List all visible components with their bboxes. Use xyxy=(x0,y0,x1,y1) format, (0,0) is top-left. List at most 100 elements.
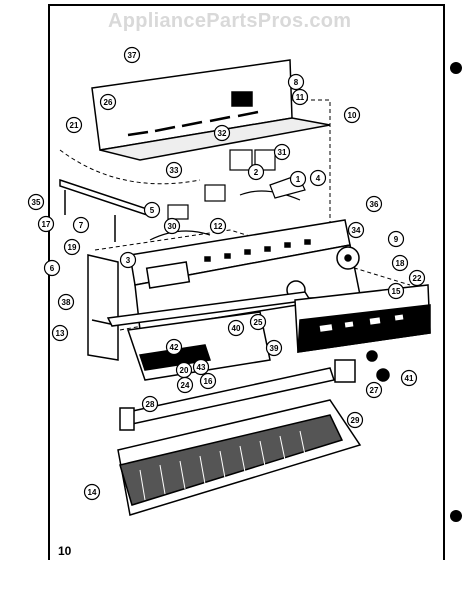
watermark: AppliancePartsPros.com xyxy=(108,10,352,32)
callout-39: 39 xyxy=(265,339,283,357)
callout-circle xyxy=(176,376,194,394)
binder-hole-top xyxy=(450,62,462,74)
callout-circle xyxy=(72,216,90,234)
callout-7: 7 xyxy=(72,216,90,234)
callout-label: 29 xyxy=(351,416,360,425)
callout-label: 34 xyxy=(352,226,361,235)
callout-21: 21 xyxy=(65,116,83,134)
side-bracket-rail xyxy=(59,178,151,242)
callout-circle xyxy=(141,395,159,413)
callout-label: 35 xyxy=(32,198,41,207)
callout-28: 28 xyxy=(141,395,159,413)
callout-label: 1 xyxy=(296,175,301,184)
callout-label: 22 xyxy=(413,274,422,283)
callout-label: 11 xyxy=(296,93,305,102)
callout-label: 17 xyxy=(42,220,51,229)
callout-label: 2 xyxy=(254,168,259,177)
callout-label: 14 xyxy=(88,488,97,497)
callout-1: 1 xyxy=(289,170,307,188)
callout-label: 25 xyxy=(254,318,263,327)
callout-circle xyxy=(273,143,291,161)
callout-label: 3 xyxy=(126,256,131,265)
callout-circle xyxy=(43,259,61,277)
callout-circle xyxy=(249,313,267,331)
callout-label: 20 xyxy=(180,366,189,375)
fluorescent-tube xyxy=(119,367,335,431)
callout-circle xyxy=(51,324,69,342)
callout-31: 31 xyxy=(273,143,291,161)
callout-circle xyxy=(83,483,101,501)
callout-label: 10 xyxy=(348,111,357,120)
callout-circle xyxy=(247,163,265,181)
callout-label: 19 xyxy=(68,243,77,252)
callout-22: 22 xyxy=(408,269,426,287)
callout-24: 24 xyxy=(176,376,194,394)
graphics-overlay-panel xyxy=(294,284,431,353)
callout-20: 20 xyxy=(175,361,193,379)
callout-circle xyxy=(346,411,364,429)
callout-25: 25 xyxy=(249,313,267,331)
callout-label: 42 xyxy=(170,343,179,352)
callout-circle xyxy=(400,369,418,387)
callout-label: 13 xyxy=(56,329,65,338)
callout-42: 42 xyxy=(165,338,183,356)
callout-circle xyxy=(408,269,426,287)
callout-label: 37 xyxy=(128,51,137,60)
callout-label: 32 xyxy=(218,129,227,138)
callout-label: 4 xyxy=(316,174,321,183)
back-panel xyxy=(91,59,331,161)
callout-2: 2 xyxy=(247,163,265,181)
frame-top-border xyxy=(48,4,445,6)
callout-circle xyxy=(289,170,307,188)
callout-6: 6 xyxy=(43,259,61,277)
callout-label: 40 xyxy=(232,324,241,333)
callout-circle xyxy=(291,88,309,106)
callout-label: 30 xyxy=(168,222,177,231)
callout-circle xyxy=(27,193,45,211)
callout-9: 9 xyxy=(387,230,405,248)
clock-dial xyxy=(336,246,360,270)
binder-hole-bottom xyxy=(450,510,462,522)
callout-circle xyxy=(309,169,327,187)
left-side-panel xyxy=(87,254,119,361)
callout-17: 17 xyxy=(37,215,55,233)
callout-35: 35 xyxy=(27,193,45,211)
callout-circle xyxy=(119,251,137,269)
callout-30: 30 xyxy=(163,217,181,235)
callout-circle xyxy=(347,221,365,239)
callout-16: 16 xyxy=(199,372,217,390)
callout-circle xyxy=(365,381,383,399)
callout-label: 36 xyxy=(370,200,379,209)
callout-37: 37 xyxy=(123,46,141,64)
callout-label: 18 xyxy=(396,259,405,268)
callout-label: 16 xyxy=(204,377,213,386)
callout-circle xyxy=(213,124,231,142)
callout-29: 29 xyxy=(346,411,364,429)
callout-circle xyxy=(143,201,161,219)
callout-circle xyxy=(123,46,141,64)
callout-14: 14 xyxy=(83,483,101,501)
callout-label: 38 xyxy=(62,298,71,307)
callout-circle xyxy=(199,372,217,390)
callout-label: 31 xyxy=(278,148,287,157)
callout-12: 12 xyxy=(209,217,227,235)
callout-38: 38 xyxy=(57,293,75,311)
callout-18: 18 xyxy=(391,254,409,272)
callout-label: 27 xyxy=(370,386,379,395)
callout-10: 10 xyxy=(343,106,361,124)
callout-circle xyxy=(227,319,245,337)
callout-circle xyxy=(99,93,117,111)
callout-32: 32 xyxy=(213,124,231,142)
callout-circle xyxy=(391,254,409,272)
switch-assembly xyxy=(334,350,390,383)
frame-left-border xyxy=(48,4,50,560)
callout-circle xyxy=(343,106,361,124)
callout-label: 12 xyxy=(214,222,223,231)
callout-circle xyxy=(192,358,210,376)
callout-15: 15 xyxy=(387,282,405,300)
callout-label: 24 xyxy=(181,381,190,390)
callout-36: 36 xyxy=(365,195,383,213)
callout-13: 13 xyxy=(51,324,69,342)
